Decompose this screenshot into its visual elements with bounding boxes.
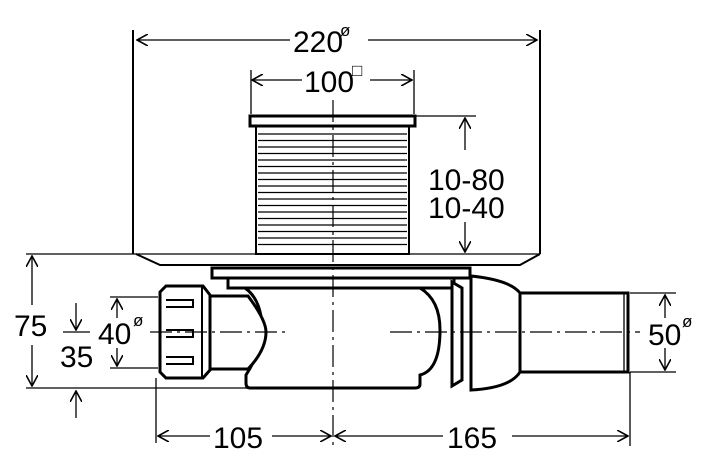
dim-75-label: 75 (14, 310, 47, 343)
dim-10-40-label: 10-40 (428, 192, 505, 225)
dim-grate-size: 100 □ (250, 61, 415, 114)
dim-100-label: 100 (304, 66, 354, 99)
dim-lengths: 105 165 (155, 372, 631, 455)
dim-right-outlet-diameter: 50 ø (630, 292, 692, 373)
dim-40-label: 40 (98, 318, 131, 351)
square-symbol: □ (352, 61, 362, 80)
dim-105-label: 105 (213, 422, 263, 455)
drain-body (210, 266, 472, 390)
dim-plate-diameter: 220 ø (137, 21, 537, 59)
dim-50-label: 50 (648, 319, 681, 352)
dim-left-outlet-diameter: 40 ø (98, 296, 158, 369)
dim-35-label: 35 (60, 341, 93, 374)
right-outlet (450, 274, 630, 392)
dim-outlet-height: 35 (60, 303, 93, 418)
diameter-symbol: ø (340, 21, 350, 40)
dim-10-80-label: 10-80 (428, 164, 505, 197)
diameter-symbol: ø (133, 311, 143, 330)
dim-165-label: 165 (447, 422, 497, 455)
diameter-symbol: ø (682, 312, 692, 331)
dim-total-height: 75 (14, 256, 250, 389)
dim-height-range: 10-80 10-40 (415, 115, 505, 252)
dim-220-label: 220 (293, 26, 343, 59)
